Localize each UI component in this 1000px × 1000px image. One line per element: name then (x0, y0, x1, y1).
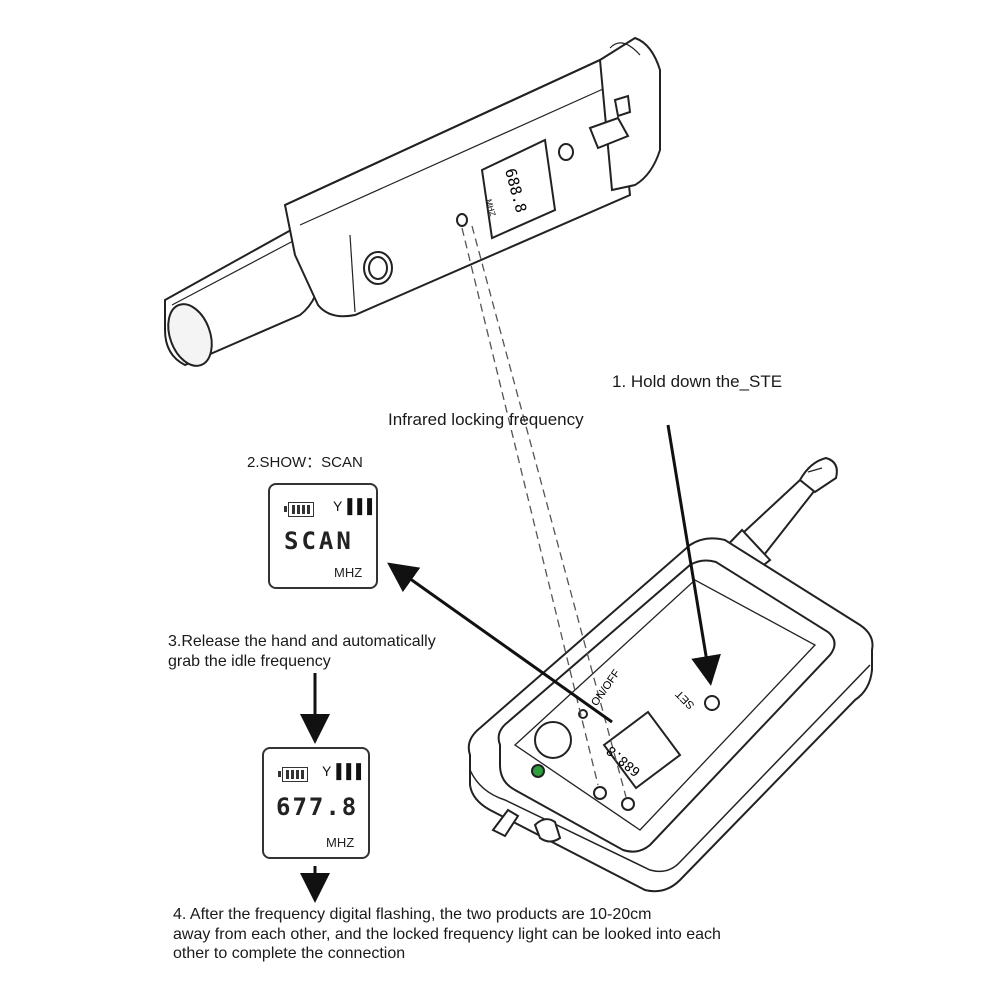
scan-display-unit: MHZ (334, 565, 363, 580)
step1-label: 1. Hold down the_STE (612, 372, 783, 391)
receiver-device (467, 456, 874, 893)
battery-icon (278, 767, 308, 782)
signal-icon: Y▐▐▐ (333, 498, 373, 514)
frequency-display-text: 677.8 (276, 793, 359, 821)
transmitter-unit-text: MHZ (484, 198, 497, 217)
signal-icon: Y▐▐▐ (322, 763, 362, 779)
step2-label: 2.SHOW：SCAN (247, 454, 363, 471)
scan-display-text: SCAN (284, 527, 354, 555)
scan-display: Y▐▐▐ SCAN MHZ (268, 483, 378, 589)
step3-label-line1: 3.Release the hand and automatically (168, 633, 436, 650)
step-arrows (300, 424, 721, 903)
frequency-display-unit: MHZ (326, 835, 355, 850)
frequency-display: Y▐▐▐ 677.8 MHZ (262, 747, 370, 859)
step4-label-line1: 4. After the frequency digital flashing,… (173, 906, 652, 923)
battery-icon (284, 502, 314, 517)
infrared-beam (461, 225, 627, 798)
step4-label-line3: other to complete the connection (173, 945, 406, 962)
infrared-label: Infrared locking frequency (388, 410, 584, 429)
step3-label-line2: grab the idle frequency (168, 653, 331, 670)
step4-label-line2: away from each other, and the locked fre… (173, 926, 721, 943)
transmitter-device (164, 36, 661, 367)
